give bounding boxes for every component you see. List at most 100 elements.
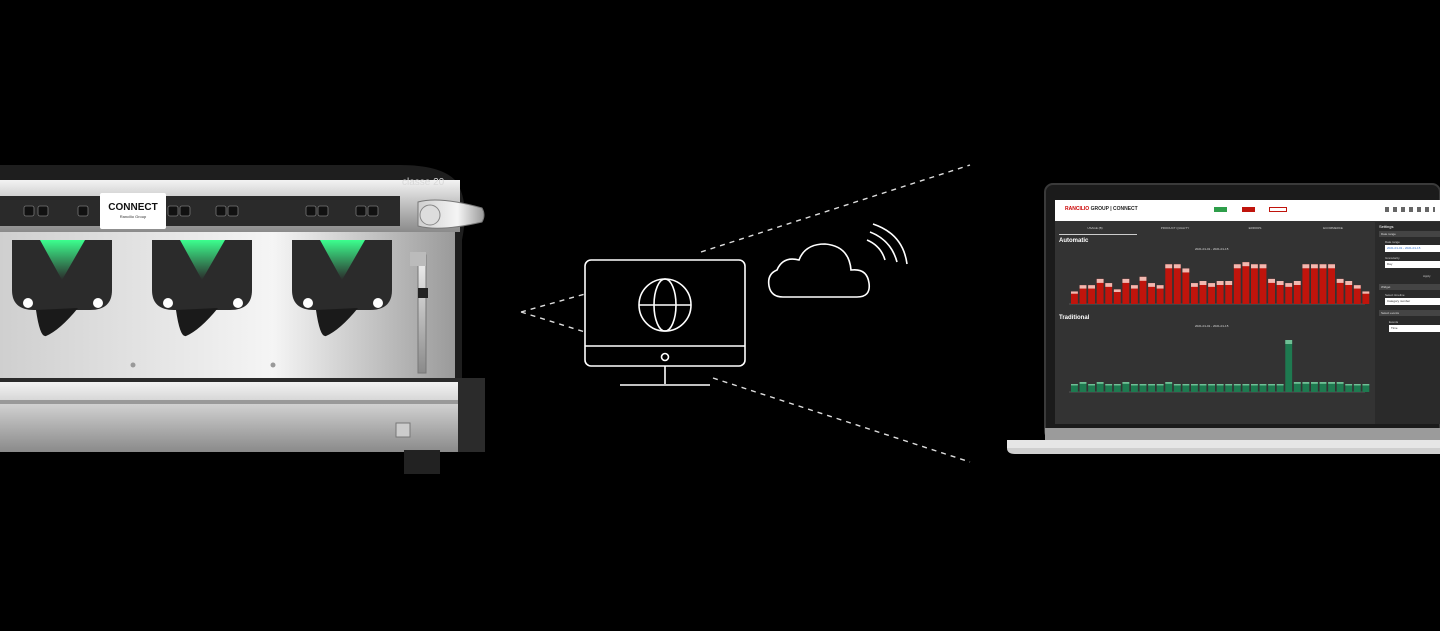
- tab-product-quality[interactable]: PRODUCT QUALITY: [1160, 226, 1190, 230]
- dashboard-screen: RANCILIO GROUP | CONNECT USAGE (B) PRODU…: [1055, 200, 1440, 424]
- chart-bar: [1216, 384, 1224, 392]
- chart-bar: [1113, 289, 1121, 304]
- chart-bar-top-segment: [1225, 384, 1233, 386]
- tab-ecommerce[interactable]: ECOMMERCE: [1323, 226, 1343, 230]
- chart-bar: [1079, 285, 1087, 304]
- chart-bar-top-segment: [1088, 285, 1095, 289]
- partner-logo-outline: [1269, 207, 1287, 212]
- chart-bar: [1225, 281, 1233, 304]
- chart-bar-top-segment: [1191, 283, 1198, 287]
- chart-bar: [1208, 384, 1215, 392]
- chart-bar: [1173, 384, 1181, 392]
- chart-bar: [1328, 264, 1335, 304]
- chart-bar-top-segment: [1122, 278, 1130, 283]
- chart-bar-top-segment: [1156, 384, 1164, 386]
- app-brand: RANCILIO GROUP | CONNECT: [1065, 206, 1138, 212]
- date-range-input[interactable]: 2021-01-01 - 2021-01-15: [1385, 245, 1440, 252]
- chart-bar: [1336, 382, 1344, 392]
- chart-bar-top-segment: [1319, 382, 1327, 384]
- chart-bar: [1259, 384, 1267, 392]
- chart-bar-top-segment: [1173, 264, 1181, 269]
- chart-bar: [1096, 278, 1104, 304]
- chart-bar: [1345, 384, 1353, 392]
- chart-bar: [1182, 384, 1190, 392]
- chart-bar: [1336, 278, 1344, 304]
- tab-usage[interactable]: USAGE (B): [1087, 226, 1103, 230]
- chart-bar-top-segment: [1105, 283, 1113, 287]
- chart-bar-top-segment: [1251, 264, 1258, 269]
- chart-bar-top-segment: [1353, 285, 1361, 289]
- chart-bar: [1242, 262, 1250, 304]
- chart-bar: [1353, 285, 1361, 304]
- chart-bar: [1311, 382, 1318, 392]
- laptop-illustration: RANCILIO GROUP | CONNECT USAGE (B) PRODU…: [1005, 182, 1440, 462]
- chart-bar: [1259, 264, 1267, 304]
- widget-row[interactable]: Widget: [1379, 284, 1440, 290]
- chart-bar-top-segment: [1362, 291, 1370, 294]
- chart-bar: [1191, 384, 1198, 392]
- chart-bar: [1096, 382, 1104, 392]
- chart-bar-top-segment: [1293, 382, 1301, 384]
- chart-bar: [1353, 384, 1361, 392]
- chart-bar-top-segment: [1113, 289, 1121, 292]
- chart-bar-top-segment: [1148, 384, 1155, 386]
- chart-bar: [1131, 285, 1138, 304]
- chart-bar: [1105, 384, 1113, 392]
- chart-bar: [1156, 285, 1164, 304]
- chart-bar: [1319, 264, 1327, 304]
- chart-bar: [1319, 382, 1327, 392]
- chart-bar-top-segment: [1156, 285, 1164, 289]
- chart-bar-top-segment: [1096, 278, 1104, 283]
- chart-bar-top-segment: [1276, 384, 1284, 386]
- app-topbar: RANCILIO GROUP | CONNECT: [1055, 200, 1440, 221]
- chart-bar-top-segment: [1268, 278, 1275, 283]
- chart-bar: [1071, 384, 1078, 392]
- toolbar-icons[interactable]: [1385, 207, 1435, 212]
- apply-button[interactable]: Apply: [1423, 274, 1431, 278]
- select-timeline-input[interactable]: Category number: [1385, 298, 1440, 305]
- traditional-title: Traditional: [1059, 315, 1090, 321]
- select-events-row[interactable]: Select events: [1379, 310, 1440, 316]
- date-range-row[interactable]: Date range: [1379, 231, 1440, 237]
- chart-bar-top-segment: [1285, 283, 1293, 287]
- chart-bar: [1122, 382, 1130, 392]
- tab-errors[interactable]: ERRORS: [1248, 226, 1262, 230]
- chart-bar-top-segment: [1285, 340, 1293, 344]
- chart-bar-top-segment: [1148, 283, 1155, 287]
- chart-bar: [1131, 384, 1138, 392]
- chart-bar-top-segment: [1336, 278, 1344, 283]
- chart-bar: [1251, 384, 1258, 392]
- automatic-title: Automatic: [1059, 238, 1089, 244]
- connect-sub-text: Rancilio Group: [119, 214, 147, 219]
- group-heads: [12, 240, 392, 337]
- chart-bar: [1148, 384, 1155, 392]
- chart-bar: [1122, 278, 1130, 304]
- chart-bar: [1216, 281, 1224, 304]
- partner-logo-green: [1214, 207, 1227, 212]
- chart-bar-top-segment: [1268, 384, 1275, 386]
- chart-bar-top-segment: [1276, 281, 1284, 285]
- chart-bar: [1345, 281, 1353, 304]
- chart-bar: [1113, 384, 1121, 392]
- chart-bar: [1268, 384, 1275, 392]
- chart-bar-top-segment: [1362, 384, 1370, 386]
- chart-bar-top-segment: [1096, 382, 1104, 384]
- chart-bar-top-segment: [1216, 281, 1224, 285]
- chart-bar-top-segment: [1259, 384, 1267, 386]
- chart-bar: [1302, 264, 1310, 304]
- active-tab-underline: [1059, 234, 1137, 235]
- dashed-connectors: [520, 164, 971, 463]
- granularity-select[interactable]: Day: [1385, 261, 1440, 268]
- chart-bar: [1156, 384, 1164, 392]
- chart-bar: [1088, 285, 1095, 304]
- chart-bar-top-segment: [1165, 264, 1173, 269]
- chart-bar-top-segment: [1328, 382, 1335, 384]
- chart-bar: [1362, 291, 1370, 304]
- connection-diagram: [520, 164, 971, 463]
- chart-bar-top-segment: [1139, 384, 1147, 386]
- chart-bar-top-segment: [1182, 268, 1190, 273]
- chart-bar-top-segment: [1199, 281, 1207, 285]
- events-select[interactable]: Time: [1389, 325, 1440, 332]
- chart-bar-top-segment: [1071, 384, 1078, 386]
- chart-bar-top-segment: [1182, 384, 1190, 386]
